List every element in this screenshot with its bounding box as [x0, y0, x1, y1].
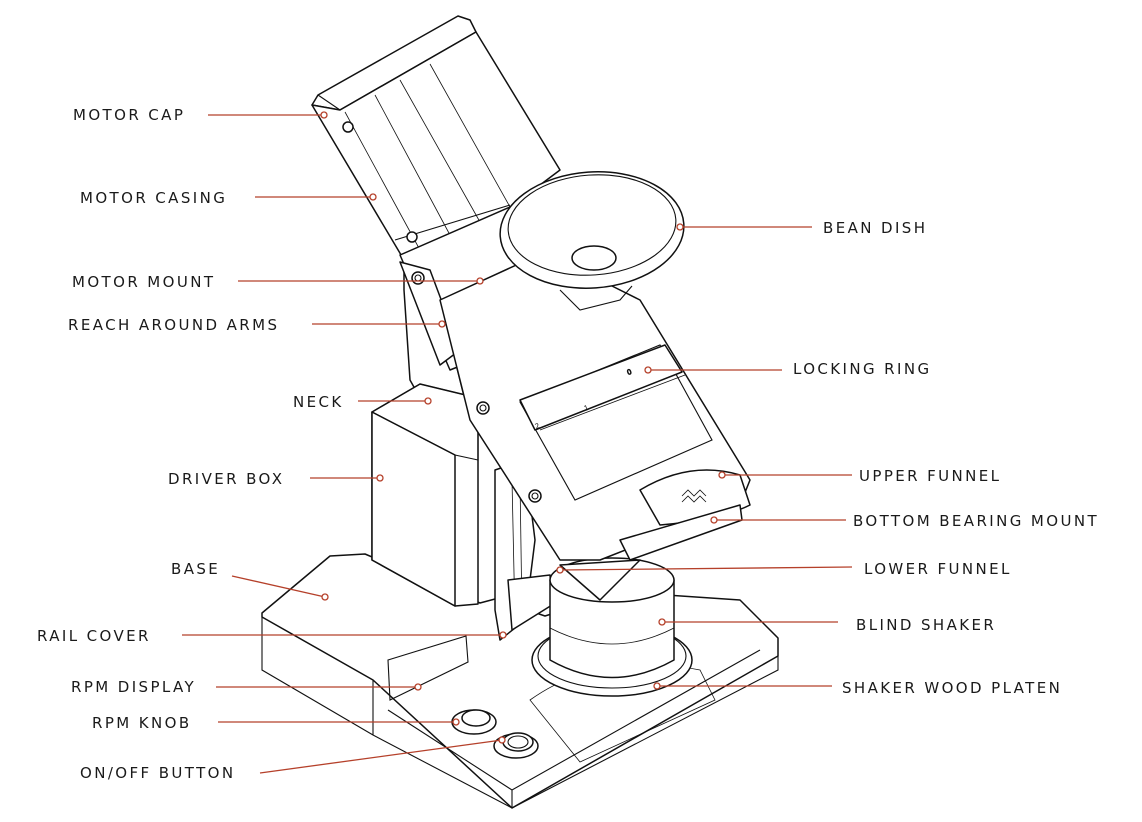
scale-number-0: 0 [626, 368, 633, 377]
label-rail-cover: RAIL COVER [37, 627, 151, 645]
label-base: BASE [171, 560, 220, 578]
label-on-off-button: ON/OFF BUTTON [80, 764, 235, 782]
rpm-knob[interactable] [451, 709, 497, 735]
label-shaker-wood-platen: SHAKER WOOD PLATEN [842, 679, 1062, 697]
driver-box [370, 383, 479, 607]
locking-ring [519, 344, 686, 431]
label-bean-dish: BEAN DISH [823, 219, 927, 237]
scale-number-1: 1 [583, 404, 590, 413]
label-lower-funnel: LOWER FUNNEL [864, 560, 1012, 578]
label-driver-box: DRIVER BOX [168, 470, 284, 488]
label-blind-shaker: BLIND SHAKER [856, 616, 996, 634]
label-rpm-knob: RPM KNOB [92, 714, 192, 732]
label-motor-casing: MOTOR CASING [80, 189, 227, 207]
scale-number-2: 2 [534, 422, 541, 431]
label-reach-around-arms: REACH AROUND ARMS [68, 316, 279, 334]
label-upper-funnel: UPPER FUNNEL [859, 467, 1001, 485]
leader-lines [182, 111, 853, 774]
label-rpm-display: RPM DISPLAY [71, 678, 196, 696]
label-motor-mount: MOTOR MOUNT [72, 273, 215, 291]
label-motor-cap: MOTOR CAP [73, 106, 185, 124]
bean-dish [499, 171, 685, 311]
label-locking-ring: LOCKING RING [793, 360, 931, 378]
label-bottom-bearing-mount: BOTTOM BEARING MOUNT [853, 512, 1099, 530]
label-neck: NECK [293, 393, 344, 411]
